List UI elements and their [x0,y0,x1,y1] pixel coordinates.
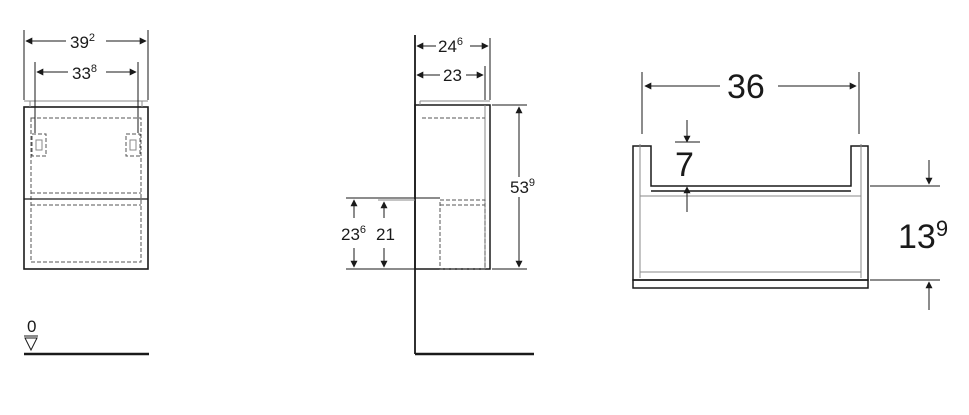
height-value: 53 [510,178,529,197]
svg-text:139: 139 [898,216,948,256]
dimension-width-outer: 392 [23,30,149,100]
cabinet-side-outline [414,104,491,270]
cabinet-top-outline [632,145,869,281]
offset-value: 7 [675,146,694,184]
top-depth-sup: 9 [936,216,948,241]
dimension-depth-inner: 23 [416,66,486,100]
cabinet-inner-dashed [30,117,142,263]
svg-text:539: 539 [510,177,535,197]
top-depth-value: 13 [898,218,936,256]
width-inner-value: 33 [72,64,91,83]
top-view: 36 7 139 [632,68,948,310]
height-sup: 9 [529,177,535,189]
svg-text:236: 236 [341,224,366,244]
svg-text:246: 246 [438,36,463,56]
dimension-shelf-height: 236 21 [341,197,440,270]
depth-outer-sup: 6 [457,36,463,48]
cabinet-front-outline [23,106,149,270]
width-inner-sup: 8 [91,63,97,75]
top-width-value: 36 [727,68,765,106]
svg-text:338: 338 [72,63,97,83]
width-outer-value: 39 [70,33,89,52]
dimension-top-width: 36 [641,68,860,134]
dimension-top-depth: 139 [870,160,948,310]
shelf-height-outer-sup: 6 [360,224,366,236]
shelf-height-outer-value: 23 [341,225,360,244]
dimension-height: 539 [492,104,535,270]
dimension-offset: 7 [675,120,700,212]
depth-outer-value: 24 [438,37,457,56]
shelf-height-inner-value: 21 [376,225,395,244]
right-wall-bracket-icon [125,133,141,157]
dimension-width-inner: 338 [34,62,139,133]
floor-level-label: 0 [27,317,36,336]
level-triangle-icon [24,337,38,352]
width-outer-sup: 2 [89,32,95,44]
floor-level-marker: 0 [24,317,149,356]
dimension-depth-outer: 246 [416,36,491,100]
left-wall-bracket-icon [31,133,47,157]
shelf-dashed [439,199,486,270]
side-view: 246 23 539 236 21 [341,35,535,356]
depth-inner-value: 23 [443,66,462,85]
front-view: 392 338 0 [23,30,149,356]
svg-text:392: 392 [70,32,95,52]
